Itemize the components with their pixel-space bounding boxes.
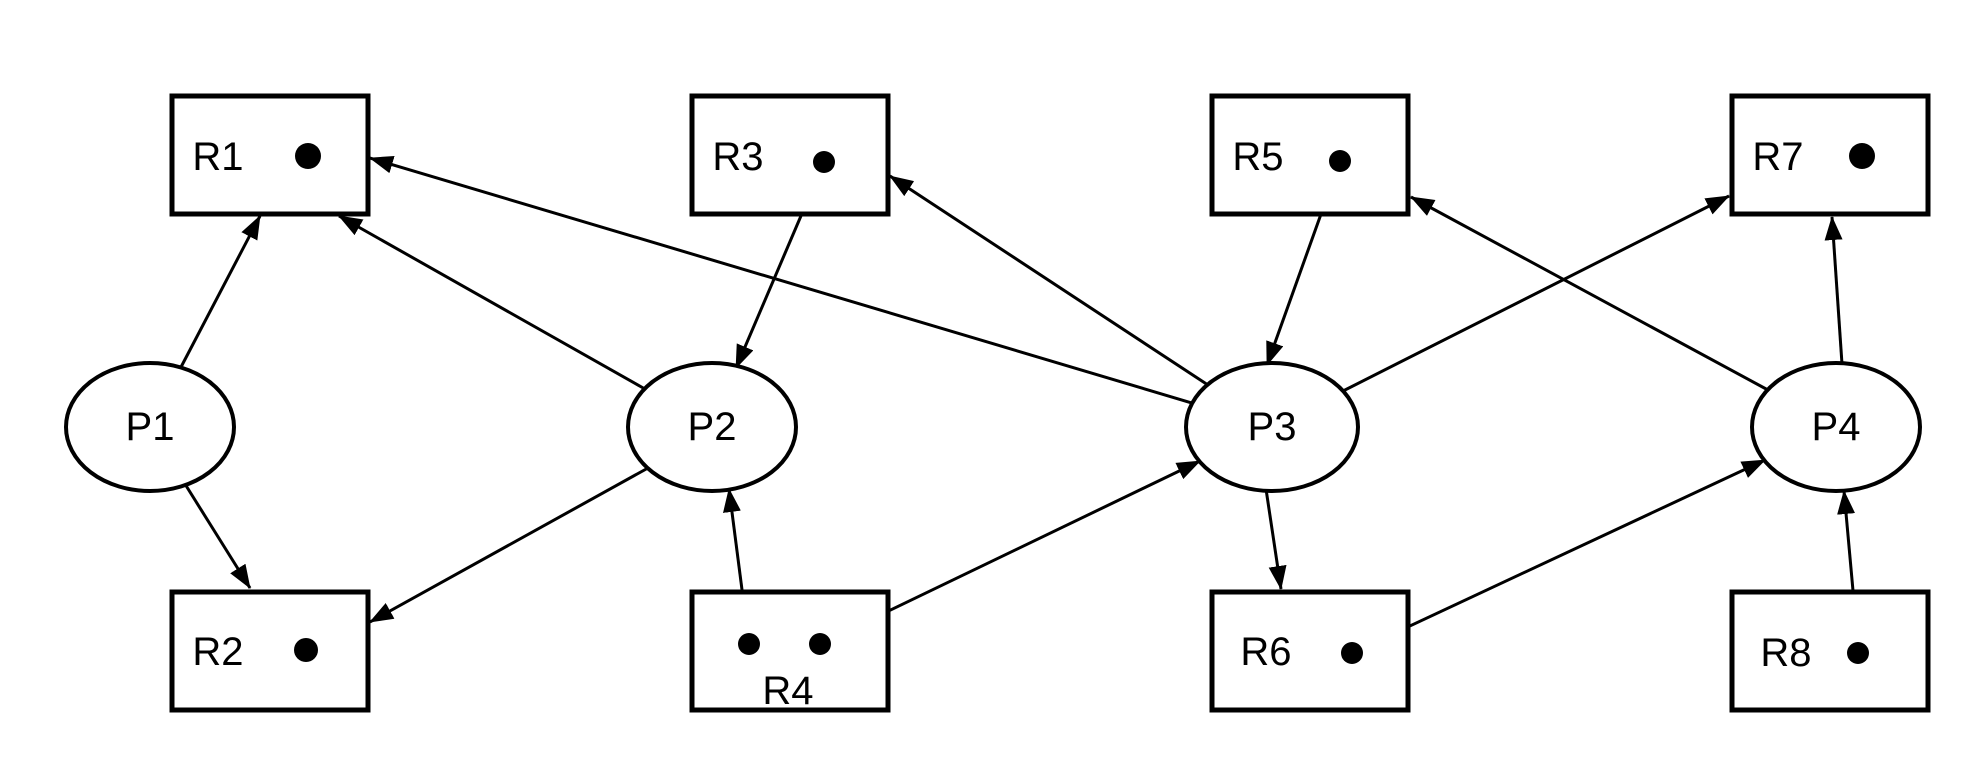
edge-P1-to-R1-request-arrow [178, 215, 262, 370]
resource-box-R1 [169, 93, 371, 217]
edge-P3-to-R6-request-arrow [1264, 488, 1287, 590]
resource-token-dot-R3-1 [813, 151, 835, 173]
edge-P3-to-R3-request-arrow [889, 174, 1209, 387]
resource-node-R1: R1 [169, 93, 371, 217]
edge-R6-to-P4-assignment-arrow [1351, 458, 1766, 655]
resource-label-R8: R8 [1760, 631, 1811, 675]
resource-box-R5 [1209, 93, 1411, 217]
process-node-P1: P1 [64, 361, 236, 493]
edge-P3-to-R1-request-arrow [369, 155, 1193, 405]
resource-node-R8: R8 [1729, 589, 1931, 713]
resource-box-R6 [1209, 589, 1411, 713]
resource-label-R7: R7 [1752, 135, 1803, 179]
resource-label-R4: R4 [762, 669, 813, 713]
process-label-P4: P4 [1812, 405, 1861, 449]
resource-token-dot-R7-1 [1849, 143, 1875, 169]
resource-node-R6: R6 [1209, 589, 1411, 713]
edge-P2-to-R1-request-arrow [338, 214, 646, 391]
resource-token-dot-R4-1 [738, 633, 760, 655]
resource-box-R7 [1729, 93, 1931, 217]
process-label-P1: P1 [126, 405, 175, 449]
resource-token-dot-R2-1 [294, 638, 318, 662]
edge-P4-to-R5-request-arrow [1410, 195, 1769, 392]
process-node-P4: P4 [1750, 361, 1922, 493]
resource-box-R4 [689, 589, 891, 713]
process-ellipse-P2 [626, 361, 798, 493]
resource-box-R8 [1729, 589, 1931, 713]
edge-P4-to-R7-request-arrow [1824, 216, 1844, 365]
edges-layer [178, 155, 1860, 655]
resource-label-R3: R3 [712, 135, 763, 179]
resource-node-R7: R7 [1729, 93, 1931, 217]
process-ellipse-P1 [64, 361, 236, 493]
resource-node-R5: R5 [1209, 93, 1411, 217]
process-ellipse-P3 [1184, 361, 1360, 493]
resource-label-R6: R6 [1240, 630, 1291, 674]
resource-label-R2: R2 [192, 630, 243, 674]
resource-node-R4: R4 [689, 589, 891, 713]
resource-token-dot-R5-1 [1329, 150, 1351, 172]
process-node-P2: P2 [626, 361, 798, 493]
resource-token-dot-R1-1 [295, 143, 321, 169]
resource-label-R5: R5 [1232, 135, 1283, 179]
resource-token-dot-R6-1 [1341, 642, 1363, 664]
process-ellipse-P4 [1750, 361, 1922, 493]
resource-node-R2: R2 [169, 589, 371, 713]
resource-box-R2 [169, 589, 371, 713]
resource-node-R3: R3 [689, 93, 891, 217]
process-label-P2: P2 [688, 405, 737, 449]
edge-P2-to-R2-request-arrow [369, 466, 649, 624]
edge-P3-to-R7-request-arrow [1342, 194, 1730, 393]
process-node-P3: P3 [1184, 361, 1360, 493]
resource-token-dot-R8-1 [1847, 642, 1869, 664]
resource-label-R1: R1 [192, 135, 243, 179]
resource-box-R3 [689, 93, 891, 217]
process-label-P3: P3 [1248, 405, 1297, 449]
edge-P1-to-R2-request-arrow [183, 483, 252, 589]
resource-token-dot-R4-2 [809, 633, 831, 655]
